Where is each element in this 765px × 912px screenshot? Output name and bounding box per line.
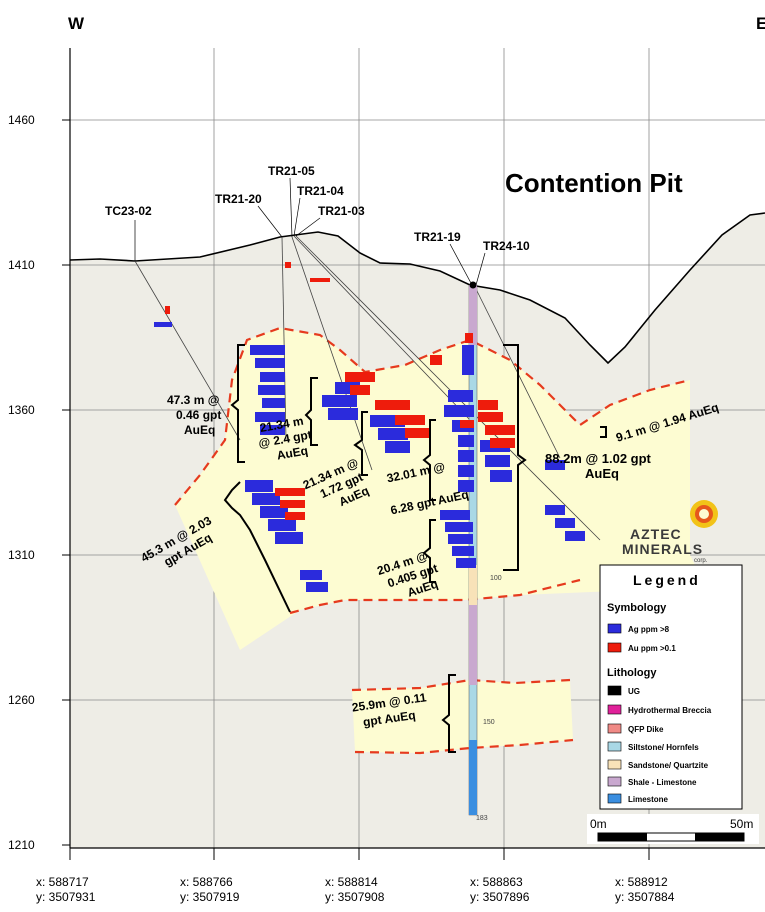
company-logo: AZTEC MINERALS corp. xyxy=(622,500,718,564)
legend-item: Au ppm >0.1 xyxy=(628,644,676,653)
interval-annotation: 21.34 m @ 2.4 gpt AuEq xyxy=(257,414,312,463)
depth-mark: 183 xyxy=(476,815,488,822)
legend-item: Ag ppm >8 xyxy=(628,625,670,634)
legend: Legend Symbology Ag ppm >8 Au ppm >0.1 L… xyxy=(599,564,743,810)
legend-item: QFP Dike xyxy=(628,725,664,734)
x-tick-northing: y: 3507931 xyxy=(36,890,96,904)
x-tick-northing: y: 3507919 xyxy=(180,890,240,904)
legend-title: Legend xyxy=(633,572,701,588)
legend-item: Siltstone/ Hornfels xyxy=(628,743,699,752)
scale-bar: 0m 50m xyxy=(587,814,759,844)
drillhole-label-tr21-04: TR21-04 xyxy=(297,184,344,198)
drillhole-label-tr21-03: TR21-03 xyxy=(318,204,365,218)
lower-zone-outline-top xyxy=(351,678,571,692)
scale-start-label: 0m xyxy=(590,817,607,831)
y-tick-label: 1310 xyxy=(8,548,35,562)
x-tick-easting: x: 588912 xyxy=(615,875,668,889)
interval-line: AuEq xyxy=(585,466,619,481)
logo-text: corp. xyxy=(694,558,708,564)
drillhole-label-tr21-05: TR21-05 xyxy=(268,164,315,178)
legend-item: Limestone xyxy=(628,795,669,804)
legend-swatch xyxy=(607,704,622,715)
legend-swatch xyxy=(607,642,622,653)
au-assay-bars xyxy=(165,262,515,520)
interval-line: 88.2m @ 1.02 gpt xyxy=(545,451,652,466)
topography-line xyxy=(69,212,765,365)
y-tick-label: 1460 xyxy=(8,113,35,127)
legend-swatch xyxy=(607,793,622,804)
ag-assay-bars xyxy=(154,322,585,592)
legend-swatch xyxy=(607,776,622,787)
depth-mark: 150 xyxy=(483,719,495,726)
y-tick-label: 1360 xyxy=(8,403,35,417)
y-tick-label: 1260 xyxy=(8,693,35,707)
zone-outline-upper xyxy=(174,326,691,506)
interval-annotation: 47.3 m @ 0.46 gpt AuEq xyxy=(167,393,221,437)
x-tick-northing: y: 3507908 xyxy=(325,890,385,904)
depth-mark: 100 xyxy=(490,575,502,582)
legend-swatch xyxy=(607,723,622,734)
mineralized-zone xyxy=(175,328,700,650)
y-tick-label: 1210 xyxy=(8,838,35,852)
legend-swatch xyxy=(607,623,622,634)
drillhole-label-tr24-10: TR24-10 xyxy=(483,239,530,253)
y-tick-label: 1410 xyxy=(8,258,35,272)
interval-line: 47.3 m @ xyxy=(167,393,219,407)
legend-item: Hydrothermal Breccia xyxy=(628,706,712,715)
drillhole-label-tr21-19: TR21-19 xyxy=(414,230,461,244)
interval-brackets xyxy=(223,344,607,753)
legend-item: Sandstone/ Quartzite xyxy=(628,761,709,770)
legend-swatch xyxy=(607,685,622,696)
legend-item: Shale - Limestone xyxy=(628,778,697,787)
legend-swatch xyxy=(607,741,622,752)
x-tick-easting: x: 588814 xyxy=(325,875,378,889)
legend-heading: Symbology xyxy=(607,602,667,614)
interval-annotation: 88.2m @ 1.02 gpt AuEq xyxy=(545,451,652,481)
lower-mineralized-zone xyxy=(352,680,573,753)
interval-line: AuEq xyxy=(184,423,215,437)
x-tick-easting: x: 588766 xyxy=(180,875,233,889)
logo-text: MINERALS xyxy=(622,541,703,557)
scale-end-label: 50m xyxy=(730,817,753,831)
x-tick-easting: x: 588863 xyxy=(470,875,523,889)
legend-heading: Lithology xyxy=(607,667,657,679)
legend-swatch xyxy=(607,759,622,770)
x-tick-northing: y: 3507896 xyxy=(470,890,530,904)
interval-line: AuEq xyxy=(276,443,309,462)
x-tick-easting: x: 588717 xyxy=(36,875,89,889)
legend-item: UG xyxy=(628,687,640,696)
interval-annotation: 20.4 m @ 0.405 gpt AuEq xyxy=(375,548,439,599)
logo-text: AZTEC xyxy=(630,526,682,542)
drillhole-label-tc23-02: TC23-02 xyxy=(105,204,152,218)
lower-zone-outline-bottom xyxy=(354,738,574,755)
section-title: Contention Pit xyxy=(505,168,683,198)
west-label: W xyxy=(68,14,85,33)
x-tick-northing: y: 3507884 xyxy=(615,890,675,904)
drillhole-label-tr21-20: TR21-20 xyxy=(215,192,262,206)
zone-outline-lower xyxy=(289,578,581,615)
east-label: E xyxy=(756,14,765,33)
interval-line: 0.46 gpt xyxy=(176,408,221,422)
